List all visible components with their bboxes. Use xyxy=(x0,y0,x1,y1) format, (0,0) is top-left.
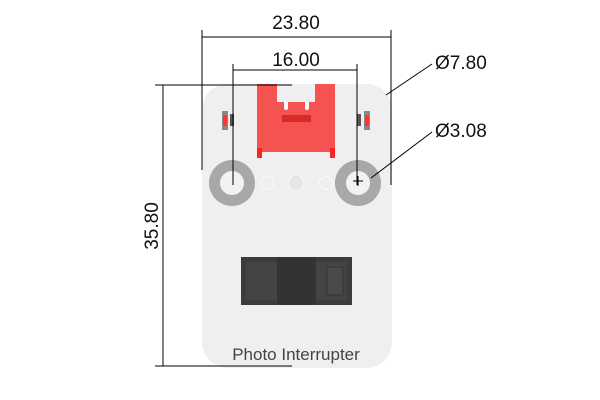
dimension-width: 23.80 xyxy=(272,13,320,34)
dimension-hole-spacing: 16.00 xyxy=(272,50,320,71)
board-label: Photo Interrupter xyxy=(232,345,360,364)
pin-pads xyxy=(260,174,333,192)
smd-resistor-right xyxy=(357,111,370,130)
dimension-height: 35.80 xyxy=(142,202,163,250)
dimension-corner-diameter: Ø7.80 xyxy=(435,53,487,74)
smd-resistor-left xyxy=(222,111,234,130)
photo-interrupter-sensor xyxy=(241,257,352,305)
connector xyxy=(257,84,335,158)
dimension-hole-diameter: Ø3.08 xyxy=(435,121,487,142)
dimension-lines xyxy=(155,30,433,367)
mounting-hole-left xyxy=(209,160,255,206)
